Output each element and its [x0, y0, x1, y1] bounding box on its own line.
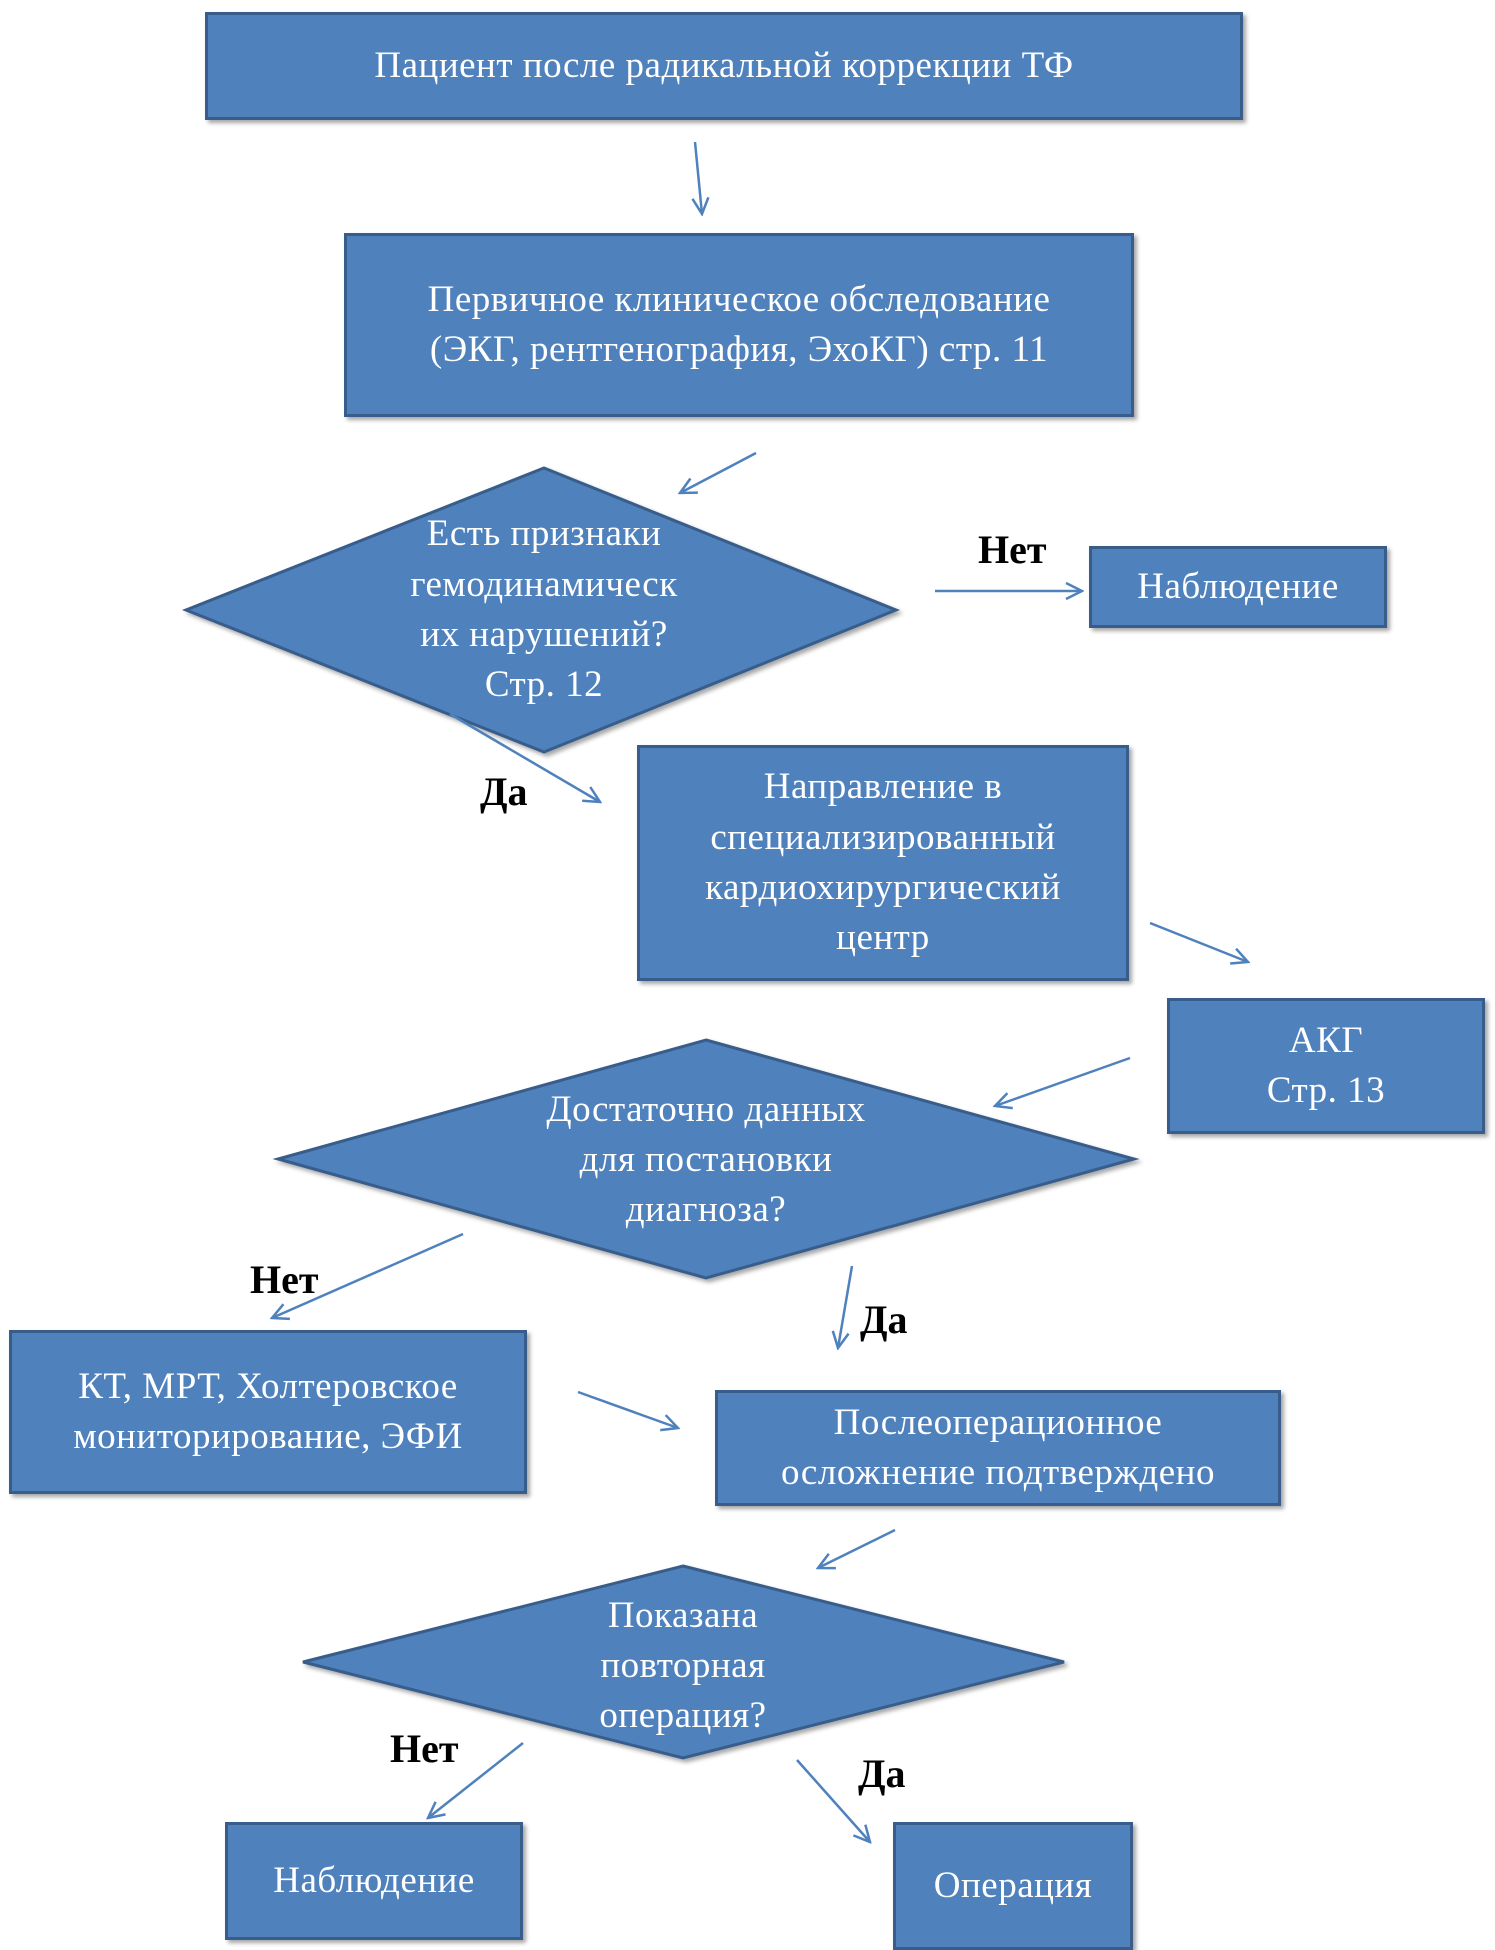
box-operation: Операция — [893, 1822, 1133, 1950]
box-ct-mri-holter: КТ, МРТ, Холтеровское мониторирование, Э… — [9, 1330, 527, 1494]
box-observation-2: Наблюдение — [225, 1822, 523, 1940]
arrow-enough-data-no — [272, 1232, 464, 1318]
decision-reoperation-text: Показана повторная операция? — [599, 1594, 767, 1737]
decision-hemodynamic-text: Есть признаки гемодинамическ их нарушени… — [410, 513, 678, 706]
arrow-complication-to-reoperation — [818, 1528, 896, 1568]
box-primary-exam: Первичное клиническое обследование (ЭКГ,… — [344, 233, 1134, 417]
decision-diamond-enough-data — [272, 1038, 1140, 1280]
box-complication-confirmed: Послеоперационное осложнение подтвержден… — [715, 1390, 1281, 1506]
box-observation-1: Наблюдение — [1089, 546, 1387, 628]
label-reoperation-no: Нет — [390, 1726, 459, 1771]
arrow-referral-to-akg — [1149, 921, 1248, 962]
decision-enough-data-text: Достаточно данных для постановки диагноз… — [546, 1088, 866, 1231]
arrow-reoperation-yes — [796, 1759, 870, 1842]
label-reoperation-yes: Да — [858, 1751, 906, 1796]
box-patient: Пациент после радикальной коррекции ТФ — [205, 12, 1243, 120]
arrow-hemodynamic-yes — [449, 712, 600, 802]
decision-diamond-hemodynamic — [181, 466, 901, 754]
arrow-reoperation-no — [428, 1742, 524, 1818]
arrow-patient-to-exam — [695, 141, 702, 214]
arrow-enough-data-yes — [838, 1265, 854, 1348]
arrow-exam-to-hemodynamic — [680, 451, 757, 493]
arrow-ct-to-complication — [577, 1390, 678, 1428]
box-referral: Направление в специализированный кардиох… — [637, 745, 1129, 981]
arrow-akg-to-enough-data — [995, 1056, 1131, 1106]
decision-diamond-reoperation — [302, 1564, 1065, 1760]
label-hemodynamic-yes: Да — [480, 769, 528, 814]
box-akg: АКГ Стр. 13 — [1167, 998, 1485, 1134]
label-enough-data-yes: Да — [860, 1297, 908, 1342]
label-enough-data-no: Нет — [250, 1257, 319, 1302]
label-hemodynamic-no: Нет — [978, 527, 1047, 572]
